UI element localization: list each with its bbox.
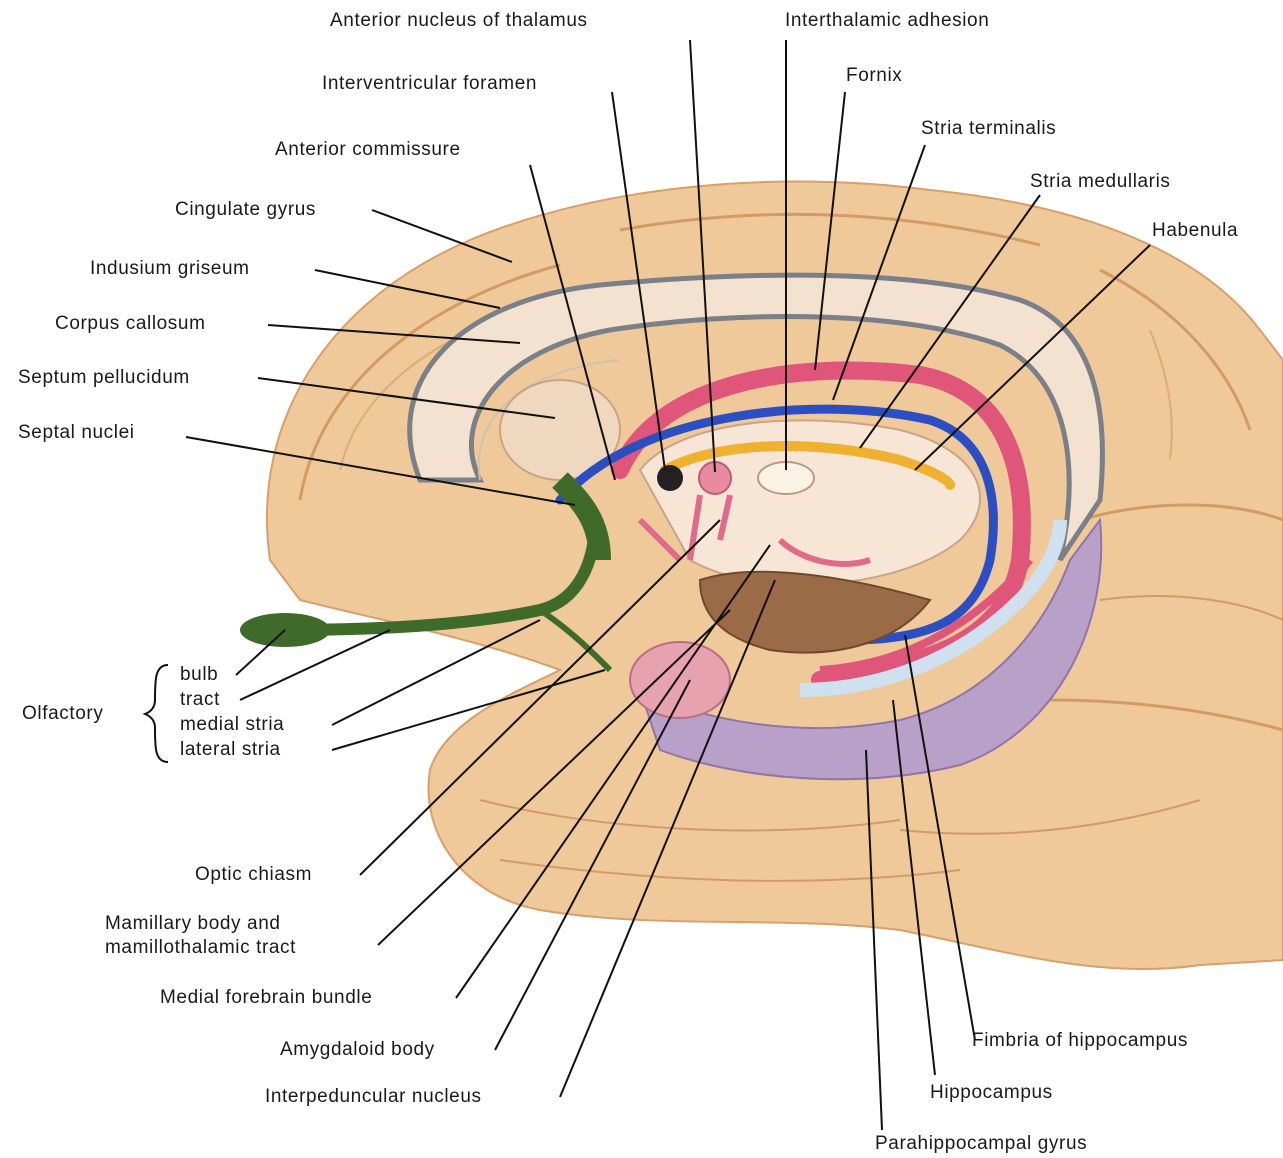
label-olfactory-lateral-stria: lateral stria xyxy=(180,739,281,761)
label-olfactory: Olfactory xyxy=(22,703,103,725)
label-septal-nuclei: Septal nuclei xyxy=(18,422,135,444)
amygdaloid-body-shape xyxy=(630,642,730,718)
label-anterior-nucleus-thalamus: Anterior nucleus of thalamus xyxy=(330,10,588,32)
label-hippocampus: Hippocampus xyxy=(930,1082,1053,1104)
label-interpeduncular-nucleus: Interpeduncular nucleus xyxy=(265,1086,482,1108)
label-amygdaloid-body: Amygdaloid body xyxy=(280,1039,435,1061)
label-anterior-commissure: Anterior commissure xyxy=(275,139,461,161)
label-optic-chiasm: Optic chiasm xyxy=(195,864,312,886)
anterior-commissure-shape xyxy=(657,465,683,491)
olfactory-brace xyxy=(145,665,168,762)
label-stria-terminalis: Stria terminalis xyxy=(921,118,1056,140)
label-fimbria-hippocampus: Fimbria of hippocampus xyxy=(972,1030,1188,1052)
label-cingulate-gyrus: Cingulate gyrus xyxy=(175,199,316,221)
label-parahippocampal-gyrus: Parahippocampal gyrus xyxy=(875,1133,1087,1155)
label-olfactory-medial-stria: medial stria xyxy=(180,714,284,736)
label-indusium-griseum: Indusium griseum xyxy=(90,258,250,280)
label-mamillary-body-line2: mamillothalamic tract xyxy=(105,937,296,959)
label-olfactory-bulb: bulb xyxy=(180,664,218,686)
label-interthalamic-adhesion: Interthalamic adhesion xyxy=(785,10,989,32)
label-interventricular-foramen: Interventricular foramen xyxy=(322,73,537,95)
label-habenula: Habenula xyxy=(1152,220,1238,242)
label-septum-pellucidum: Septum pellucidum xyxy=(18,367,190,389)
label-corpus-callosum: Corpus callosum xyxy=(55,313,206,335)
label-mamillary-body-line1: Mamillary body and xyxy=(105,913,281,935)
label-medial-forebrain-bundle: Medial forebrain bundle xyxy=(160,987,372,1009)
label-olfactory-tract: tract xyxy=(180,689,220,711)
label-fornix: Fornix xyxy=(846,65,902,87)
label-stria-medullaris: Stria medullaris xyxy=(1030,171,1171,193)
